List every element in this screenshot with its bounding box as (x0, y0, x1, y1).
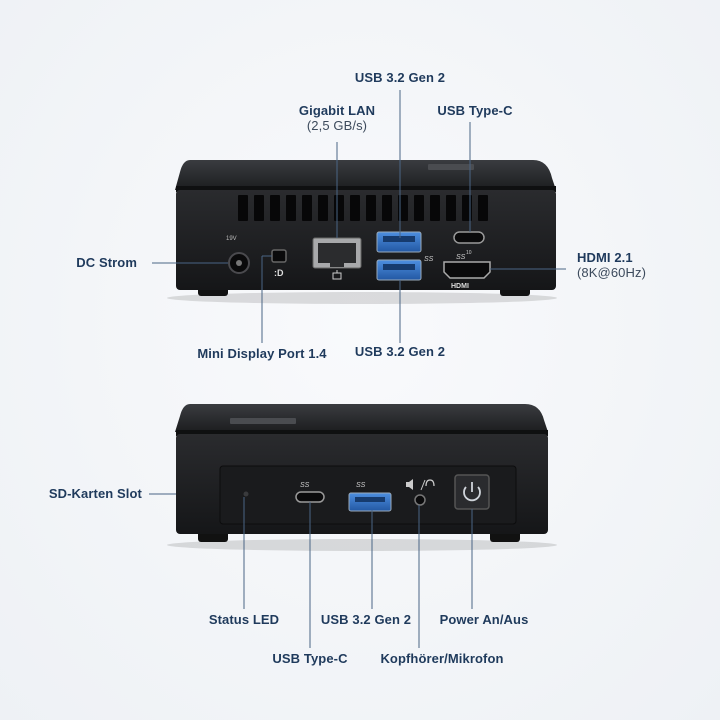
label-usb32-top: USB 3.2 Gen 2 (354, 70, 446, 85)
usb-a-port-upper (376, 231, 422, 253)
vent-grille (238, 195, 488, 221)
label-hdmi: HDMI 2.1 (8K@60Hz) (577, 250, 646, 280)
usb-c-port-rear: SS 10 (453, 231, 485, 261)
label-sd-slot: SD-Karten Slot (48, 486, 142, 501)
svg-text:HDMI: HDMI (451, 283, 469, 290)
label-gigabit-lan: Gigabit LAN (2,5 GB/s) (282, 103, 392, 133)
rear-device: 19V :D SS (167, 160, 557, 304)
label-headset: Kopfhörer/Mikrofon (380, 651, 504, 666)
dc-power-jack: 19V (226, 236, 250, 274)
label-hdmi-title: HDMI 2.1 (577, 250, 633, 265)
label-usb32-front: USB 3.2 Gen 2 (320, 612, 412, 627)
label-usb32-rear-bottom: USB 3.2 Gen 2 (354, 344, 446, 359)
label-power: Power An/Aus (439, 612, 529, 627)
svg-text:SS: SS (456, 254, 466, 261)
power-button (454, 474, 490, 510)
svg-text:SS: SS (300, 482, 310, 489)
label-hdmi-spec: (8K@60Hz) (577, 265, 647, 280)
leader-lines (149, 90, 566, 648)
usb-a-port-lower (376, 259, 422, 281)
label-dc-strom: DC Strom (76, 255, 137, 270)
usb-a-port-front: SS (348, 482, 392, 512)
displayport-icon: :D (274, 268, 284, 278)
label-usb-typec-front: USB Type-C (272, 651, 348, 666)
hdmi-port: HDMI (443, 261, 491, 290)
power-icon (463, 482, 481, 502)
label-gigabit-lan-title: Gigabit LAN (298, 103, 376, 118)
label-status-led: Status LED (208, 612, 280, 627)
svg-text:SS: SS (356, 482, 366, 489)
svg-text:10: 10 (466, 250, 472, 256)
front-device: SS SS (167, 404, 557, 551)
label-usb-typec-rear: USB Type-C (437, 103, 513, 118)
usb-c-port-front: SS (295, 482, 325, 503)
label-gigabit-lan-speed: (2,5 GB/s) (306, 118, 368, 133)
headset-icon (406, 479, 435, 491)
usb-ss-icon: SS (424, 256, 434, 263)
label-mini-dp: Mini Display Port 1.4 (197, 346, 327, 361)
svg-text:19V: 19V (226, 236, 237, 242)
lan-port (312, 237, 362, 280)
network-icon (332, 270, 342, 280)
status-led (243, 491, 249, 497)
headset-jack (406, 479, 435, 506)
